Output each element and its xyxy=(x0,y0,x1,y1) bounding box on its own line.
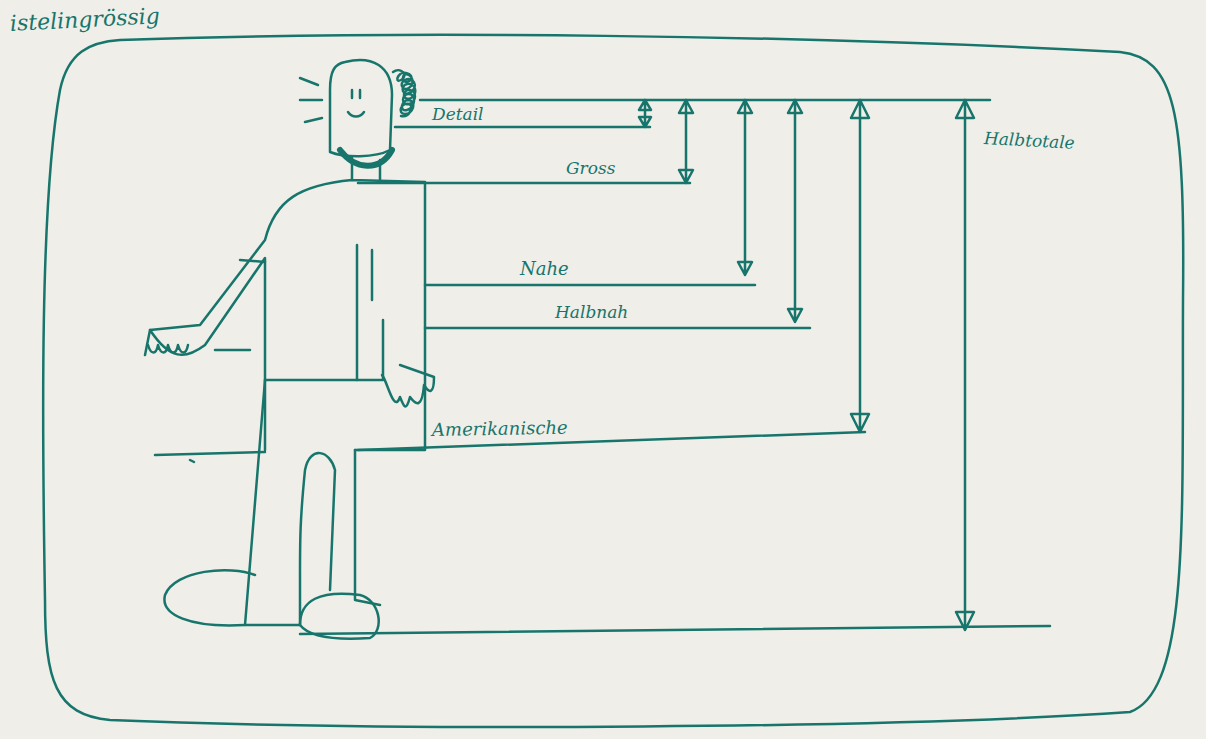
left-arm xyxy=(145,258,265,450)
beard xyxy=(340,150,392,166)
halbnah-line xyxy=(425,327,810,330)
legs xyxy=(245,380,380,625)
left-foot xyxy=(164,570,255,625)
sleeve-marks xyxy=(215,260,265,350)
gross-line xyxy=(358,182,690,185)
diagram-title: istelingrössig xyxy=(9,6,160,34)
detail-line xyxy=(395,126,650,129)
top-reference-line xyxy=(420,99,990,102)
ground-stroke xyxy=(155,452,265,462)
frame-outline xyxy=(43,35,1183,727)
shot-label: Gross xyxy=(566,158,615,178)
hair-strands xyxy=(300,78,322,122)
curly-hair xyxy=(393,70,415,116)
right-foot xyxy=(300,594,379,639)
left-hand xyxy=(148,345,188,353)
shot-label: Nahe xyxy=(520,259,569,279)
torso xyxy=(150,180,425,450)
dimension-arrows xyxy=(639,100,974,630)
right-hand xyxy=(382,365,434,406)
nahe-line xyxy=(425,284,755,287)
bottom-reference-line xyxy=(300,626,1050,634)
shot-label: Amerikanische xyxy=(432,418,568,440)
shot-label: Halbtotale xyxy=(983,128,1075,153)
shot-label: Detail xyxy=(432,104,484,124)
shot-label: Halbnah xyxy=(555,302,628,322)
neck xyxy=(352,158,380,180)
head xyxy=(330,60,392,156)
right-arm xyxy=(357,245,383,380)
waist xyxy=(265,379,357,382)
face xyxy=(348,90,364,117)
